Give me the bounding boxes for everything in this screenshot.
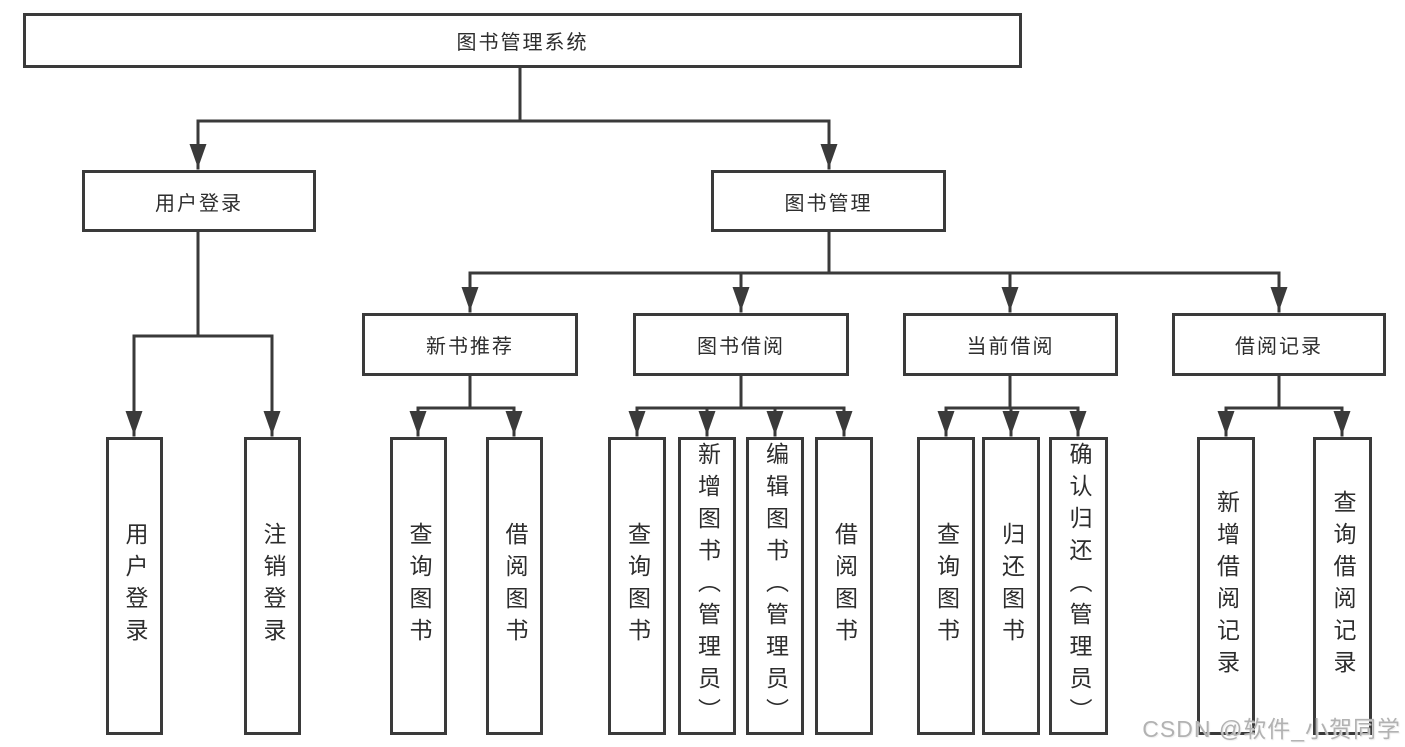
- leaf-cb-return-books: 归还图书: [982, 437, 1040, 735]
- leaf-bb-add-books-admin: 新增图书（管理员）: [678, 437, 736, 735]
- leaf-nbr-query-books: 查询图书: [390, 437, 447, 735]
- leaf-bb-query-books: 查询图书: [608, 437, 666, 735]
- node-book-borrowing: 图书借阅: [633, 313, 849, 376]
- leaf-br-query-borrow-record: 查询借阅记录: [1313, 437, 1372, 735]
- node-current-borrowing: 当前借阅: [903, 313, 1118, 376]
- node-label: 图书管理: [784, 192, 873, 215]
- leaf-label: 新增图书（管理员）: [694, 442, 721, 730]
- node-label: 当前借阅: [966, 336, 1055, 358]
- leaf-label: 借阅图书: [502, 522, 528, 650]
- leaf-label: 编辑图书（管理员）: [762, 442, 789, 730]
- leaf-label: 借阅图书: [831, 522, 858, 650]
- leaf-label: 注销登录: [260, 522, 286, 650]
- leaf-label: 查询图书: [624, 522, 651, 650]
- node-new-book-recommendation: 新书推荐: [362, 313, 578, 376]
- leaf-logout: 注销登录: [244, 437, 301, 735]
- node-label: 图书管理系统: [456, 32, 589, 54]
- leaf-label: 新增借阅记录: [1213, 490, 1240, 682]
- node-label: 图书借阅: [697, 336, 785, 358]
- leaf-nbr-borrow-books: 借阅图书: [486, 437, 543, 735]
- leaf-cb-confirm-return-admin: 确认归还（管理员）: [1049, 437, 1108, 735]
- leaf-user-login: 用户登录: [106, 437, 163, 735]
- leaf-bb-edit-books-admin: 编辑图书（管理员）: [746, 437, 804, 735]
- leaf-label: 查询图书: [406, 522, 432, 650]
- leaf-label: 查询图书: [933, 522, 960, 650]
- leaf-label: 归还图书: [998, 522, 1025, 650]
- leaf-label: 用户登录: [122, 522, 148, 650]
- leaf-label: 查询借阅记录: [1330, 490, 1356, 682]
- node-label: 新书推荐: [426, 336, 514, 358]
- node-label: 用户登录: [155, 192, 243, 215]
- leaf-bb-borrow-books: 借阅图书: [815, 437, 873, 735]
- node-user-login: 用户登录: [82, 170, 316, 232]
- node-label: 借阅记录: [1235, 336, 1323, 358]
- node-borrowing-records: 借阅记录: [1172, 313, 1386, 376]
- node-book-management: 图书管理: [711, 170, 946, 232]
- leaf-cb-query-books: 查询图书: [917, 437, 975, 735]
- csdn-watermark: CSDN @软件_小贺同学: [1142, 716, 1401, 742]
- leaf-label: 确认归还（管理员）: [1066, 442, 1092, 730]
- node-library-management-system: 图书管理系统: [23, 13, 1022, 68]
- leaf-br-add-borrow-record: 新增借阅记录: [1197, 437, 1255, 735]
